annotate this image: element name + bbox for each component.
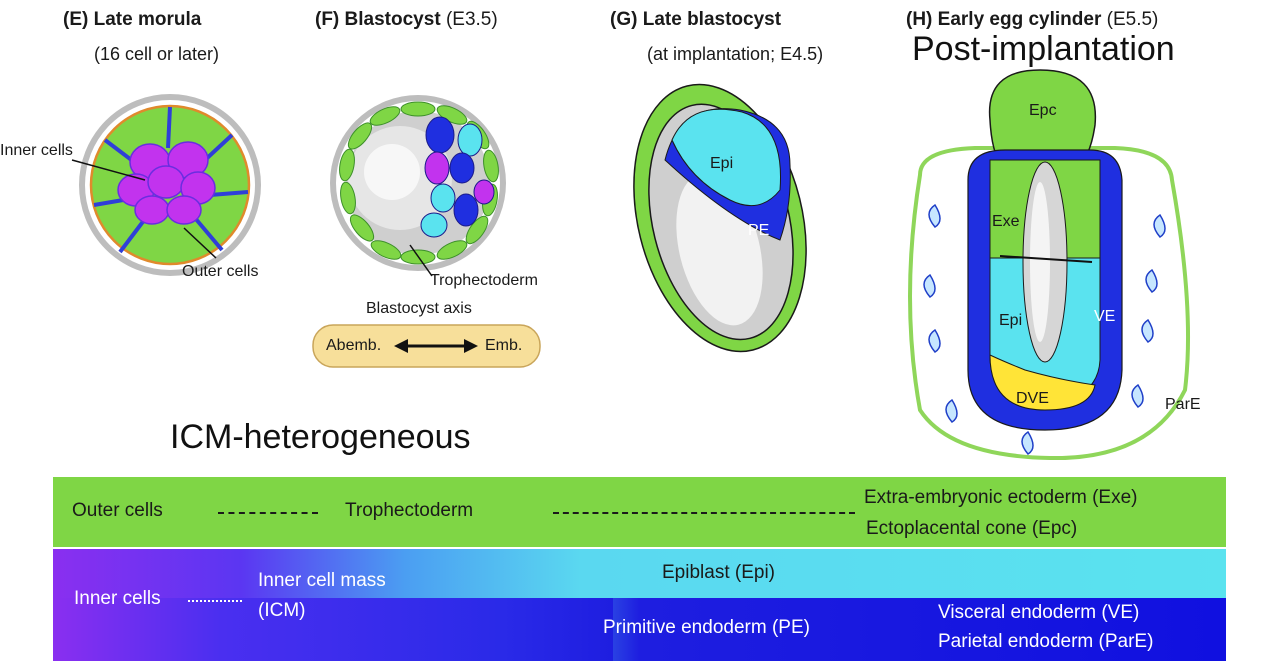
exe-lineage-label: Extra-embryonic ectoderm (Exe) xyxy=(864,487,1138,508)
icm-heterogeneous-annotation: ICM-heterogeneous xyxy=(170,418,471,456)
outer-to-te-connector xyxy=(218,512,318,514)
g-pe-label: PE xyxy=(748,222,770,239)
epiblast-lineage-label: Epiblast (Epi) xyxy=(662,562,775,583)
panel-e-subtitle: (16 cell or later) xyxy=(94,44,220,64)
te-to-exe-connector xyxy=(553,512,855,514)
outer-cells-lineage-label: Outer cells xyxy=(72,500,163,521)
ve-lineage-label: Visceral endoderm (VE) xyxy=(938,602,1140,623)
trophectoderm-label: Trophectoderm xyxy=(430,272,538,289)
panel-h-title: (H) Early egg cylinder (E5.5) xyxy=(906,9,1159,30)
icm-lineage-label: Inner cell mass xyxy=(258,570,386,591)
inner-to-icm-connector xyxy=(188,600,242,602)
egg-cylinder-illustration xyxy=(908,69,1190,461)
inner-cells-lineage-label: Inner cells xyxy=(74,588,161,609)
h-pare-label: ParE xyxy=(1165,396,1201,413)
embryo-diagrams xyxy=(71,69,1190,461)
h-ve-label: VE xyxy=(1094,308,1116,325)
panel-g-subtitle: (at implantation; E4.5) xyxy=(647,44,824,64)
h-exe-label: Exe xyxy=(992,213,1020,230)
inner-cells-label: Inner cells xyxy=(0,142,73,159)
panel-g-title: (G) Late blastocyst xyxy=(610,9,782,30)
h-epi-label: Epi xyxy=(999,312,1023,329)
morula-illustration xyxy=(71,94,261,276)
trophectoderm-lineage-label: Trophectoderm xyxy=(345,500,474,521)
icm-abbrev-label: (ICM) xyxy=(258,600,306,621)
blastocyst-axis-title: Blastocyst axis xyxy=(366,300,472,317)
outer-cells-label: Outer cells xyxy=(182,263,259,280)
blastocyst-illustration xyxy=(312,95,541,368)
panel-e-title: (E) Late morula xyxy=(63,9,202,30)
axis-embryonic-label: Emb. xyxy=(485,337,523,354)
late-blastocyst-illustration xyxy=(633,83,807,353)
epc-lineage-label: Ectoplacental cone (Epc) xyxy=(866,518,1078,539)
panel-f-title: (F) Blastocyst (E3.5) xyxy=(315,9,498,30)
h-epc-label: Epc xyxy=(1029,102,1057,119)
pe-lineage-label: Primitive endoderm (PE) xyxy=(603,617,810,638)
icm-lower-band xyxy=(53,598,613,661)
pare-lineage-label: Parietal endoderm (ParE) xyxy=(938,631,1154,652)
h-dve-label: DVE xyxy=(1016,390,1049,407)
axis-abembryonic-label: Abemb. xyxy=(326,337,382,354)
post-implantation-annotation: Post-implantation xyxy=(912,30,1175,68)
g-epi-label: Epi xyxy=(710,155,734,172)
